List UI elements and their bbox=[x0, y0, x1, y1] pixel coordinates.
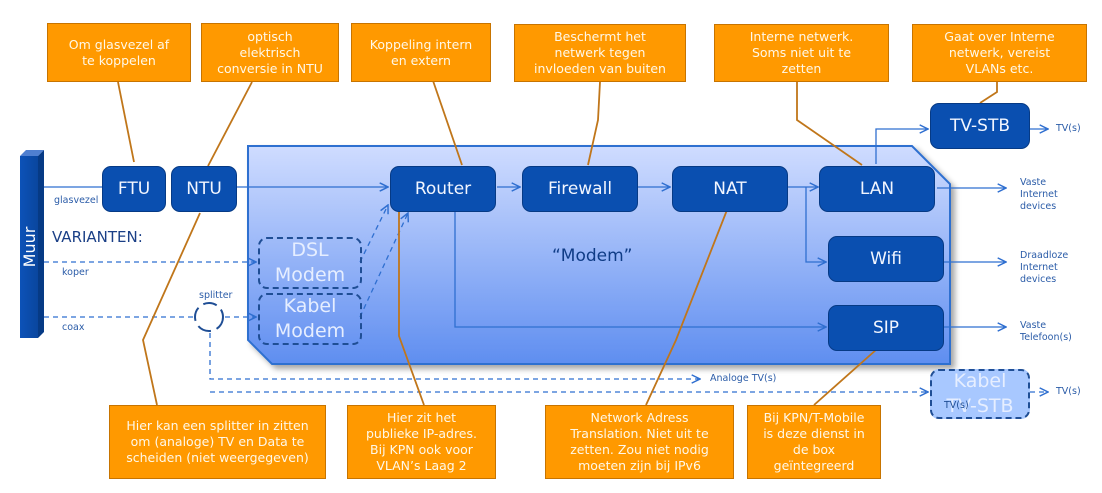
analoge-tv-line bbox=[209, 333, 700, 379]
tv-stb-node[interactable]: TV-STB bbox=[930, 103, 1030, 149]
analoge-tv-label: Analoge TV(s) bbox=[710, 373, 777, 384]
router-sip-line bbox=[454, 210, 826, 327]
sip-node[interactable]: SIP bbox=[828, 305, 944, 351]
ntu-node[interactable]: NTU bbox=[171, 166, 237, 212]
dsl-router-line bbox=[359, 205, 388, 263]
lan-out-label: Vaste Internet devices bbox=[1020, 177, 1058, 212]
splitter-icon bbox=[194, 302, 224, 332]
nat-wifi-line bbox=[805, 187, 826, 262]
kabel-tv-stb-node[interactable]: Kabel TV-STB bbox=[930, 369, 1030, 419]
wall bbox=[20, 150, 44, 338]
variants-heading: VARIANTEN: bbox=[52, 228, 143, 246]
tvstb-leader bbox=[979, 82, 998, 104]
flow-lines bbox=[44, 129, 1048, 327]
kabel-stb-overlap-label: TV(s) bbox=[944, 400, 969, 411]
wifi-out-label: Draadloze Internet devices bbox=[1020, 250, 1069, 285]
lan-leader bbox=[796, 82, 863, 166]
note-splitter: Hier kan een splitter in zitten om (anal… bbox=[109, 405, 326, 479]
kabel-modem-node[interactable]: Kabel Modem bbox=[258, 293, 362, 345]
sip-leader bbox=[813, 348, 878, 406]
router-node[interactable]: Router bbox=[390, 166, 496, 212]
nat-leader bbox=[645, 209, 728, 406]
public-ip-leader bbox=[398, 212, 425, 406]
note-nat: Network Adress Translation. Niet uit te … bbox=[545, 405, 734, 479]
kabel-stb-out-label: TV(s) bbox=[1056, 386, 1081, 397]
note-router: Koppeling intern en extern bbox=[351, 23, 491, 82]
nat-node[interactable]: NAT bbox=[672, 166, 788, 212]
firewall-node[interactable]: Firewall bbox=[522, 166, 638, 212]
modem-label: “Modem” bbox=[552, 246, 633, 266]
ftu-node[interactable]: FTU bbox=[102, 166, 166, 212]
note-ntu: optisch elektrisch conversie in NTU bbox=[201, 23, 339, 82]
tv-stb-out-label: TV(s) bbox=[1056, 123, 1081, 134]
dsl-modem-node[interactable]: DSL Modem bbox=[258, 237, 362, 289]
leader-lines bbox=[117, 71, 998, 406]
firewall-leader bbox=[587, 81, 601, 166]
splitter-leader bbox=[142, 212, 201, 406]
glasvezel-label: glasvezel bbox=[54, 195, 99, 206]
lan-node[interactable]: LAN bbox=[819, 166, 935, 212]
router-leader bbox=[429, 71, 463, 166]
wall-label: Muur bbox=[20, 226, 39, 268]
kabel-router-line bbox=[359, 213, 408, 318]
variant-lines bbox=[44, 205, 1048, 392]
note-tv-stb: Gaat over Interne netwerk, vereist VLANs… bbox=[912, 24, 1087, 82]
sip-out-label: Vaste Telefoon(s) bbox=[1020, 320, 1072, 343]
note-firewall: Beschermt het netwerk tegen invloeden va… bbox=[514, 24, 686, 82]
lan-tvstb-line bbox=[875, 129, 928, 164]
ntu-leader bbox=[207, 81, 253, 167]
note-public-ip: Hier zit het publieke IP-adres. Bij KPN … bbox=[347, 405, 496, 479]
note-ftu: Om glasvezel af te koppelen bbox=[47, 23, 191, 82]
wifi-node[interactable]: Wifi bbox=[828, 236, 944, 282]
koper-label: koper bbox=[62, 267, 89, 278]
ftu-leader bbox=[117, 81, 135, 163]
note-sip: Bij KPN/T-Mobile is deze dienst in de bo… bbox=[747, 405, 881, 479]
coax-label: coax bbox=[62, 322, 85, 333]
splitter-label: splitter bbox=[199, 290, 233, 301]
note-lan: Interne netwerk. Soms niet uit te zetten bbox=[714, 24, 889, 82]
